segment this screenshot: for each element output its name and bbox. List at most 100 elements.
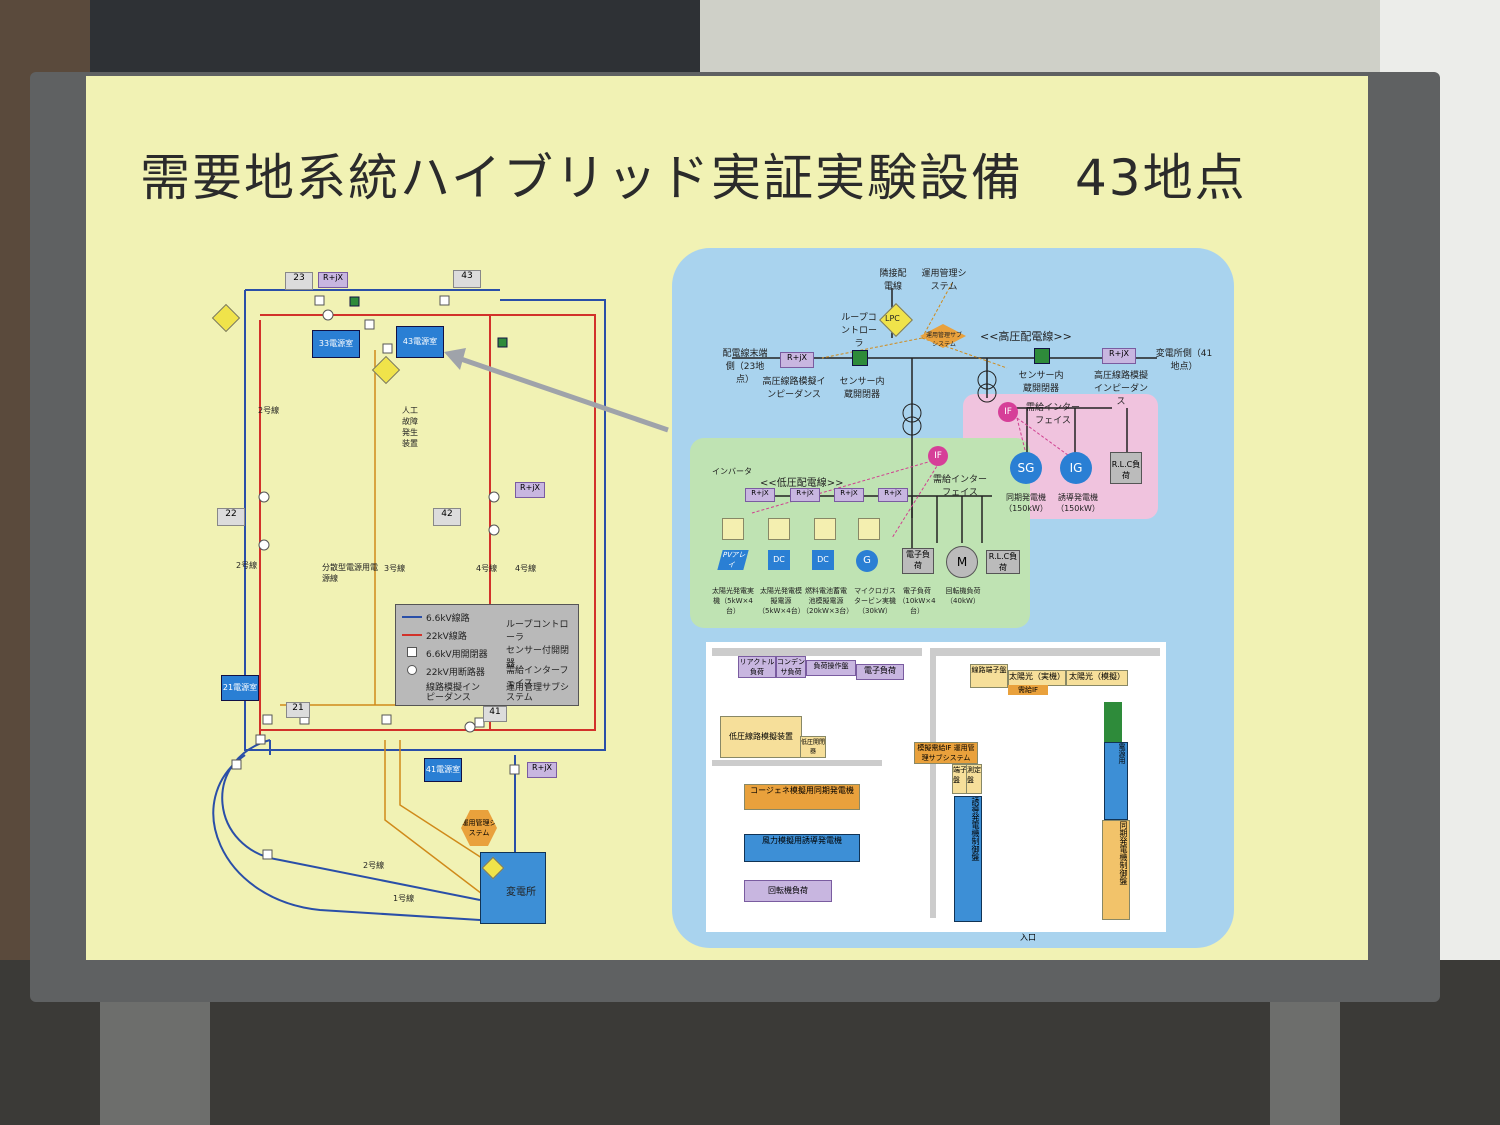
line-2-label: 2号線	[363, 861, 385, 870]
hv-line-label: <<高圧配電線>>	[980, 330, 1072, 343]
legend-item: 6.6kV用開閉器	[426, 650, 488, 660]
line-2-label: 2号線	[236, 561, 258, 570]
hv-impedance-label: 高圧線路模擬インピーダンス	[1093, 371, 1148, 407]
ind-gen-label: 誘導発電機（150kW）	[1056, 493, 1100, 513]
line-4-label: 4号線	[476, 564, 498, 573]
legend-breaker-icon	[407, 665, 417, 675]
sg-icon: SG	[1010, 452, 1042, 484]
loop-controller-label: ループコントローラ	[840, 313, 877, 349]
hv-impedance-label: 高圧線路模擬インピーダンス	[762, 377, 826, 400]
dc-icon: DC	[768, 550, 790, 570]
node-42: 42	[433, 508, 461, 526]
pv-gen-label: 太陽光発電実機（5kW×4台）	[712, 587, 754, 615]
substation-label: 変電所	[506, 887, 536, 898]
floor-rotload: 回転機負荷	[744, 880, 832, 902]
pointer-arrow	[444, 348, 669, 433]
line-3-label: 3号線	[384, 564, 406, 573]
sub-side-label: 変電所側（41地点）	[1155, 349, 1213, 372]
motor-icon: M	[946, 546, 978, 578]
fuel-cell-label: 燃料電池蓄電池模擬電源（20kW×3台）	[802, 587, 854, 615]
floor-line-term: 線路端子盤	[970, 664, 1008, 688]
electronic-load-box: 電子負荷	[902, 548, 934, 574]
lv-line-label: <<低圧配電線>>	[760, 478, 844, 489]
floor-sync-ctrl: 同期発電機制御盤	[1102, 820, 1130, 920]
supply-if-icon: IF	[928, 446, 948, 466]
legend-item: 22kV用断路器	[426, 668, 485, 678]
pv-array-icon: PVアレイ	[717, 550, 749, 570]
inverter-box	[814, 518, 836, 540]
distributed-line-label: 分散型電源用電源線	[322, 563, 378, 583]
floor-eload: 電子負荷	[856, 664, 904, 680]
mgt-label: マイクロガスタービン実機（30kW）	[854, 587, 896, 615]
dc-icon: DC	[812, 550, 834, 570]
lpc-label: LPC	[885, 314, 900, 323]
impedance-tag: R+jX	[515, 482, 545, 498]
sensor-switch-icon	[852, 350, 868, 366]
node-41: 41	[483, 706, 507, 722]
generator-icon: G	[856, 550, 878, 572]
node-23: 23	[285, 272, 313, 290]
floor-wall	[932, 648, 1160, 656]
node-22: 22	[217, 508, 245, 526]
floor-condenser: コンデンサ負荷	[776, 656, 806, 678]
floor-pv-real: 太陽光（実機）	[1008, 670, 1066, 686]
legend-right-item: センサー付開閉器	[506, 646, 570, 669]
ops-system-hexagon: 運用管理システム	[461, 810, 497, 846]
legend-item: 線路模擬インピーダンス	[426, 683, 481, 703]
impedance-tag: R+jX	[318, 272, 348, 288]
impedance-tag: R+jX	[780, 352, 814, 368]
impedance-tag: R+jX	[790, 488, 820, 502]
inverter-box	[858, 518, 880, 540]
ops-mgmt-label: 運用管理システム	[921, 269, 967, 292]
entrance-label: 入口	[1020, 933, 1036, 942]
electrical-room-33: 33電源室	[312, 330, 360, 358]
end-side-label: 配電線末端側（23地点）	[722, 349, 768, 385]
sensor-switch-label: センサー内蔵開閉器	[1018, 371, 1064, 394]
legend-item: 22kV線路	[426, 632, 467, 642]
sync-gen-label: 同期発電機（150kW）	[1004, 493, 1048, 513]
node-21: 21	[286, 702, 310, 718]
electrical-room-21: 21電源室	[221, 675, 259, 701]
sensor-switches	[349, 296, 508, 348]
blue-lines	[244, 289, 606, 755]
fault-device-label: 人工故障発生装置	[402, 406, 418, 448]
floor-exp-panel: 電源用	[1104, 742, 1128, 820]
legend-right-item: 需給インターフェイス	[506, 666, 569, 689]
line-1-label: 1号線	[393, 894, 415, 903]
floor-lv-sim: 低圧線路模擬装置	[720, 716, 802, 758]
node-43: 43	[453, 270, 481, 288]
floor-sim-if: 模擬需給IF 運用管理サブシステム	[914, 742, 978, 764]
adjacent-line-label: 隣接配電線	[879, 269, 907, 292]
floor-cogen: コージェネ模擬用同期発電機	[744, 784, 860, 810]
impedance-tag: R+jX	[527, 762, 557, 778]
rotary-load-label: 回転機負荷（40kW）	[945, 587, 981, 605]
impedance-tag: R+jX	[1102, 348, 1136, 364]
legend-red-line	[402, 634, 422, 636]
electronic-load-label: 電子負荷（10kW×4台）	[898, 587, 936, 615]
supply-if-icon: IF	[998, 402, 1018, 422]
line-4-label: 4号線	[515, 564, 537, 573]
sensor-switch-label: センサー内蔵開閉器	[839, 377, 885, 400]
impedance-tag: R+jX	[834, 488, 864, 502]
floor-wall	[930, 648, 936, 918]
sensor-switch-icon	[1034, 348, 1050, 364]
floor-load-panel: 負荷操作盤	[806, 660, 856, 676]
floor-wall	[712, 760, 882, 766]
supply-if-label: 需給インターフェイス	[1025, 403, 1080, 426]
floor-wall	[712, 648, 922, 656]
impedance-tag: R+jX	[745, 488, 775, 502]
line-2-label: 2号線	[258, 406, 280, 415]
inverter-box	[768, 518, 790, 540]
legend-right-item: ループコントローラ	[506, 620, 569, 643]
floor-reactor: リアクトル負荷	[738, 656, 776, 678]
floor-pv-sim: 太陽光（模擬）	[1066, 670, 1128, 686]
legend-right-item: 運用管理サブシステム	[506, 683, 570, 703]
impedance-tag: R+jX	[878, 488, 908, 502]
inverter-box	[722, 518, 744, 540]
rlc-load-box: R.L.C負荷	[986, 550, 1020, 574]
floor-green-panel	[1104, 702, 1122, 742]
legend-box: 6.6kV線路 22kV線路 6.6kV用開閉器 22kV用断路器 線路模擬イン…	[395, 604, 579, 706]
sign-post-right	[1270, 990, 1340, 1125]
ops-subsystem-label: 運用管理サブシステム	[926, 332, 963, 348]
ig-icon: IG	[1060, 452, 1092, 484]
